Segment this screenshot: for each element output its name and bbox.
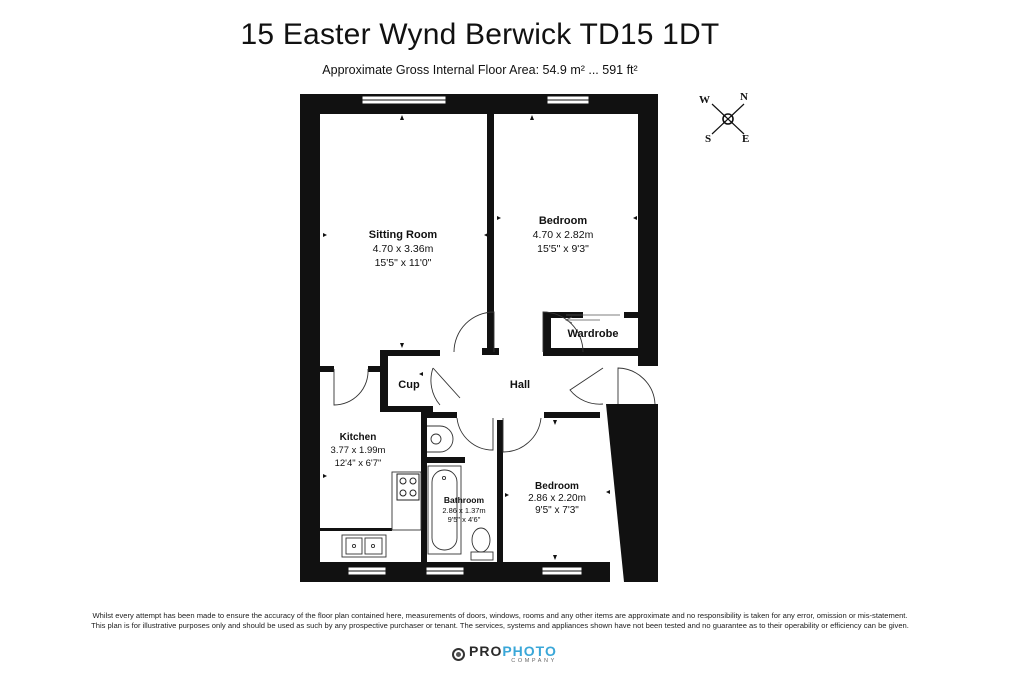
- room-imperial-bathroom: 9'5" x 4'6": [448, 515, 481, 524]
- floor-area-subtitle: Approximate Gross Internal Floor Area: 5…: [322, 63, 638, 77]
- windows: [347, 95, 590, 576]
- bath-icon: [427, 465, 462, 555]
- wardrobe-door-marks: [565, 314, 620, 324]
- basin-icon: [427, 425, 454, 453]
- room-bedroom-1: Bedroom 4.70 x 2.82m 15'5" x 9'3": [533, 215, 594, 255]
- hob-icon: [396, 473, 420, 501]
- room-metric-sitting: 4.70 x 3.36m: [373, 243, 434, 255]
- room-metric-kitchen: 3.77 x 1.99m: [331, 445, 386, 456]
- compass-n: N: [740, 91, 748, 103]
- disclaimer-line-2: This plan is for illustrative purposes o…: [91, 621, 909, 630]
- room-name-bedroom2: Bedroom: [535, 481, 579, 492]
- logo-text-pro: PRO: [469, 642, 503, 659]
- kitchen-worktop: [391, 471, 422, 531]
- disclaimer: Whilst every attempt has been made to en…: [0, 611, 1000, 631]
- room-name-bathroom: Bathroom: [444, 495, 485, 505]
- compass-rose-icon: W N S E: [699, 91, 749, 145]
- room-kitchen: Kitchen 3.77 x 1.99m 12'4" x 6'7": [331, 432, 386, 469]
- compass-s: S: [705, 133, 711, 145]
- room-imperial-bedroom1: 15'5" x 9'3": [537, 243, 589, 255]
- doors: [333, 311, 656, 453]
- room-name-bedroom1: Bedroom: [539, 215, 588, 227]
- room-bathroom: Bathroom 2.86 x 1.37m 9'5" x 4'6": [442, 495, 485, 524]
- logo-text-company: COMPANY: [511, 657, 557, 664]
- room-name-kitchen: Kitchen: [340, 432, 377, 443]
- toilet-icon: [470, 527, 494, 561]
- disclaimer-line-1: Whilst every attempt has been made to en…: [92, 611, 908, 620]
- room-name-hall: Hall: [510, 379, 530, 391]
- room-name-sitting: Sitting Room: [369, 229, 438, 241]
- logo-text-photo: PHOTO: [502, 642, 557, 659]
- page-title: 15 Easter Wynd Berwick TD15 1DT: [240, 18, 720, 51]
- camera-lens-icon: [452, 647, 465, 661]
- room-imperial-sitting: 15'5" x 11'0": [375, 257, 432, 269]
- room-sitting-room: Sitting Room 4.70 x 3.36m 15'5" x 11'0": [369, 229, 438, 269]
- room-bedroom-2: Bedroom 2.86 x 2.20m 9'5" x 7'3": [528, 481, 586, 516]
- compass-w: W: [699, 94, 710, 106]
- interior-walls: [320, 112, 640, 562]
- room-name-wardrobe: Wardrobe: [568, 328, 619, 340]
- room-imperial-kitchen: 12'4" x 6'7": [335, 458, 382, 469]
- room-metric-bathroom: 2.86 x 1.37m: [442, 506, 485, 515]
- room-metric-bedroom1: 4.70 x 2.82m: [533, 229, 594, 241]
- room-imperial-bedroom2: 9'5" x 7'3": [535, 505, 579, 516]
- room-metric-bedroom2: 2.86 x 2.20m: [528, 493, 586, 504]
- measurement-arrows: [323, 115, 637, 560]
- kitchen-sink-icon: [341, 534, 387, 558]
- compass-e: E: [742, 133, 749, 145]
- room-name-cup: Cup: [398, 379, 420, 391]
- company-logo: PROPHOTO COMPANY: [452, 642, 557, 666]
